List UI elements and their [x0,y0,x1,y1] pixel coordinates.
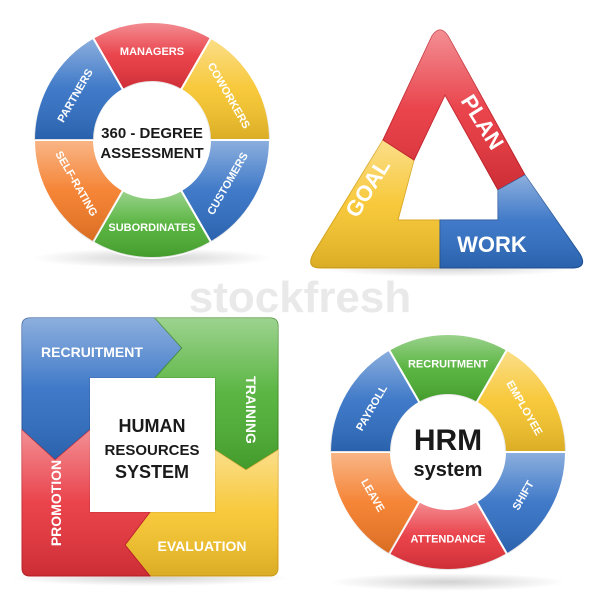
assessment-wheel-segments: MANAGERSCOWORKERSCUSTOMERSSUBORDINATESSE… [32,21,272,259]
hrm-label-attendance: ATTENDANCE [411,533,486,545]
assessment-segment-gloss [93,22,211,90]
assessment-segment-gloss [93,190,211,258]
hrm-wheel-shadow [330,573,566,591]
watermark-text: stockfresh [189,273,412,322]
hrm-wheel-center [392,396,504,508]
triangle-label-work: WORK [457,232,527,257]
assessment-center-line2: ASSESSMENT [100,145,203,162]
hrm-wheel-segments: RECRUITMENTEMPLOYEESHIFTATTENDANCELEAVEP… [328,333,568,571]
assessment-segment-gloss [34,140,123,243]
goal-triangle: PLAN WORK GOAL [310,29,584,277]
square-label-recruitment: RECRUITMENT [41,344,143,360]
square-label-promotion: PROMOTION [48,460,64,546]
hr-square: HUMAN RESOURCES SYSTEM RECRUITMENT TRAIN… [10,317,290,586]
assessment-segment-gloss [181,140,270,243]
assessment-segment-gloss [34,37,123,140]
hrm-wheel: RECRUITMENTEMPLOYEESHIFTATTENDANCELEAVEP… [328,333,568,591]
square-center [90,378,215,512]
triangle-center [402,112,493,214]
hrm-segment-gloss [476,349,566,452]
hrm-segment-gloss [330,349,420,452]
hrm-segment-gloss [389,333,507,403]
hrm-segment-gloss [389,501,507,570]
hrm-segment-gloss [476,452,566,555]
square-center-line3: SYSTEM [115,462,189,482]
square-center-line1: HUMAN [119,416,186,436]
hrm-segment-gloss [330,452,420,555]
assessment-label-subordinates: SUBORDINATES [108,222,195,234]
square-center-line2: RESOURCES [104,442,199,459]
hrm-label-recruitment: RECRUITMENT [408,358,488,370]
square-label-evaluation: EVALUATION [158,538,247,554]
hrm-center-line1: HRM [414,424,482,457]
assessment-segment-gloss [181,37,270,140]
square-label-training: TRAINING [243,376,259,444]
assessment-center-line1: 360 - DEGREE [101,125,203,142]
assessment-wheel: MANAGERSCOWORKERSCUSTOMERSSUBORDINATESSE… [32,21,272,268]
hrm-center-line2: system [414,459,483,481]
assessment-label-managers: MANAGERS [120,46,184,58]
assessment-wheel-center [95,83,209,197]
